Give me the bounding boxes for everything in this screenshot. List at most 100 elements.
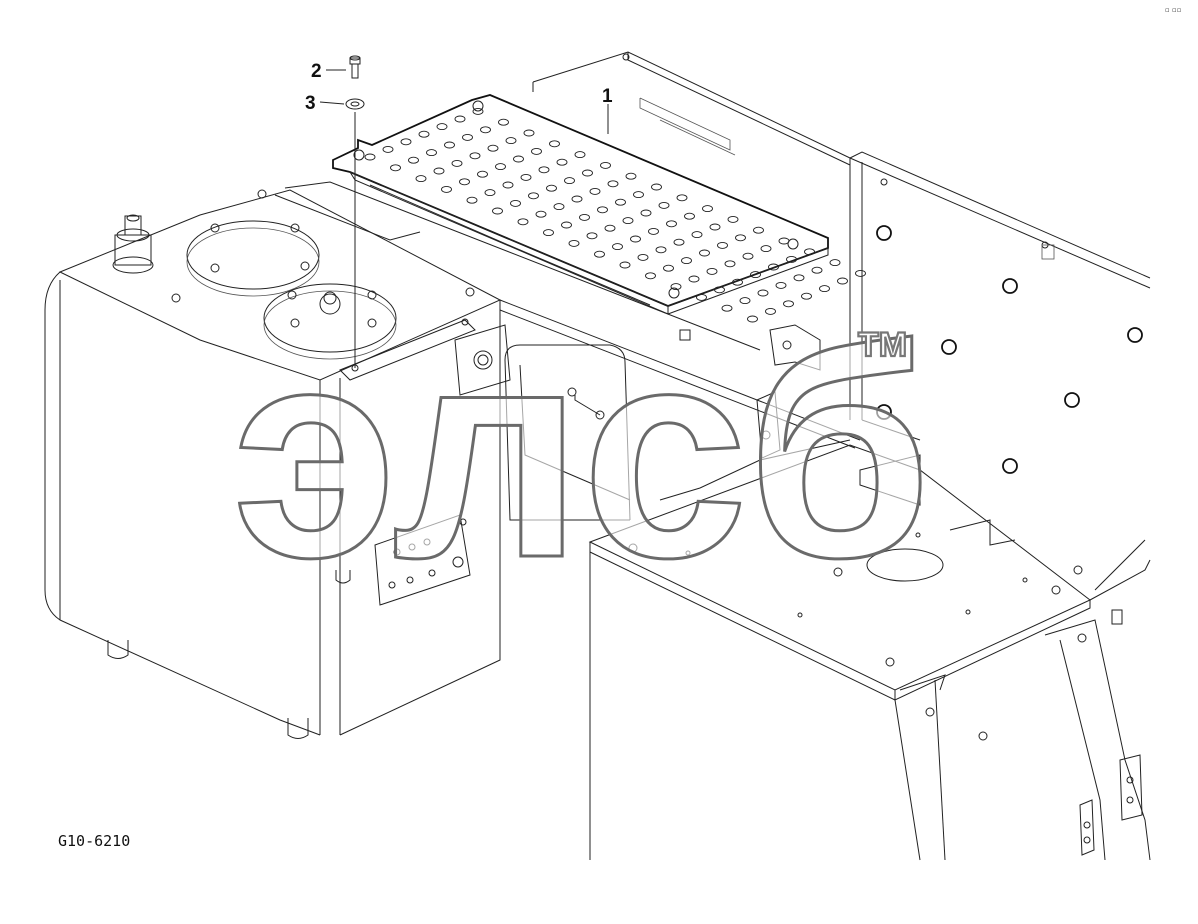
perforation-hole bbox=[670, 283, 682, 291]
perforation-hole bbox=[436, 123, 448, 131]
perforation-hole bbox=[786, 255, 797, 263]
perforation-hole bbox=[433, 167, 445, 175]
perforation-hole bbox=[364, 153, 376, 161]
perforation-hole bbox=[462, 133, 473, 141]
perforation-hole bbox=[390, 164, 401, 172]
perforation-hole bbox=[513, 155, 524, 163]
wall-bolts bbox=[622, 53, 1143, 474]
perforation-hole bbox=[753, 226, 764, 234]
perforation-hole bbox=[484, 189, 496, 197]
perforation-hole bbox=[517, 218, 529, 226]
perforation-holes bbox=[364, 107, 866, 323]
perforation-hole bbox=[400, 138, 412, 146]
figure-code: G10-6210 bbox=[58, 832, 130, 850]
perforation-hole bbox=[699, 249, 710, 257]
perforation-hole bbox=[469, 152, 481, 160]
perforation-hole bbox=[441, 185, 452, 193]
perforation-hole bbox=[709, 223, 721, 231]
perforation-hole bbox=[604, 224, 616, 232]
perforation-hole bbox=[775, 281, 787, 289]
perforation-hole bbox=[837, 277, 848, 285]
perforation-hole bbox=[717, 241, 728, 249]
perforation-hole bbox=[783, 300, 794, 308]
perforation-hole bbox=[382, 145, 394, 153]
perforation-hole bbox=[615, 198, 626, 206]
perforation-hole bbox=[735, 234, 746, 242]
watermark-text: элсб bbox=[232, 284, 932, 620]
perforation-hole bbox=[739, 297, 751, 305]
perforation-hole bbox=[549, 140, 560, 148]
perforation-hole bbox=[426, 149, 437, 157]
perforation-hole bbox=[651, 183, 662, 191]
perforation-hole bbox=[612, 243, 623, 251]
callout-label-1: 1 bbox=[602, 86, 613, 107]
perforation-hole bbox=[855, 269, 866, 277]
perforation-hole bbox=[640, 209, 652, 217]
perforation-hole bbox=[619, 261, 631, 269]
callout-1: 1 bbox=[602, 86, 613, 134]
perforation-hole bbox=[757, 289, 769, 297]
perforation-hole bbox=[714, 286, 725, 294]
perforation-hole bbox=[502, 181, 514, 189]
perforation-hole bbox=[648, 227, 659, 235]
perforation-hole bbox=[459, 178, 470, 186]
perforation-hole bbox=[727, 215, 739, 223]
perforation-hole bbox=[589, 187, 601, 195]
perforation-hole bbox=[804, 248, 815, 256]
perforation-hole bbox=[579, 213, 590, 221]
perforation-hole bbox=[663, 264, 674, 272]
perforation-hole bbox=[594, 250, 605, 258]
perforation-hole bbox=[538, 166, 550, 174]
perforation-hole bbox=[571, 195, 583, 203]
perforation-hole bbox=[811, 266, 823, 274]
perforation-hole bbox=[492, 207, 503, 215]
perforation-hole bbox=[742, 252, 754, 260]
perforation-hole bbox=[765, 307, 776, 315]
rear-frame bbox=[532, 51, 1151, 474]
perforation-hole bbox=[454, 115, 466, 123]
perforation-hole bbox=[574, 151, 586, 159]
perforation-hole bbox=[793, 274, 805, 282]
perforation-hole bbox=[645, 272, 656, 280]
perforation-hole bbox=[702, 205, 713, 213]
perforation-hole bbox=[505, 137, 517, 145]
perforation-hole bbox=[778, 237, 790, 245]
perforation-hole bbox=[600, 161, 611, 169]
perforation-hole bbox=[535, 210, 547, 218]
perforation-hole bbox=[564, 177, 575, 185]
watermark-logo: элсб TM bbox=[231, 283, 934, 622]
perforation-hole bbox=[696, 293, 707, 301]
perforation-hole bbox=[630, 235, 641, 243]
perforation-hole bbox=[637, 253, 649, 261]
perforation-hole bbox=[760, 245, 772, 253]
perforation-hole bbox=[597, 206, 608, 214]
center-frame bbox=[274, 181, 861, 521]
perforated-cover-plate bbox=[332, 94, 866, 323]
perforation-hole bbox=[531, 147, 542, 155]
perforation-hole bbox=[510, 199, 521, 207]
perforation-hole bbox=[472, 107, 484, 115]
perforation-hole bbox=[673, 238, 685, 246]
perforation-hole bbox=[681, 257, 692, 265]
perforation-hole bbox=[676, 194, 688, 202]
washer-part bbox=[345, 98, 365, 110]
perforation-hole bbox=[546, 184, 557, 192]
perforation-hole bbox=[543, 229, 554, 237]
perforation-hole bbox=[622, 217, 634, 225]
perforation-hole bbox=[666, 220, 677, 228]
perforation-hole bbox=[528, 192, 539, 200]
perforation-hole bbox=[688, 275, 700, 283]
perforation-hole bbox=[721, 304, 733, 312]
callout-2: 2 bbox=[311, 61, 346, 82]
perforation-hole bbox=[801, 292, 812, 300]
perforation-hole bbox=[408, 156, 419, 164]
perforation-hole bbox=[655, 246, 667, 254]
perforation-hole bbox=[586, 232, 598, 240]
perforation-hole bbox=[633, 191, 644, 199]
perforation-hole bbox=[487, 144, 499, 152]
perforation-hole bbox=[556, 158, 568, 166]
callout-label-3: 3 bbox=[305, 93, 316, 114]
perforation-hole bbox=[625, 172, 637, 180]
perforation-hole bbox=[706, 267, 718, 275]
perforation-hole bbox=[819, 285, 830, 293]
